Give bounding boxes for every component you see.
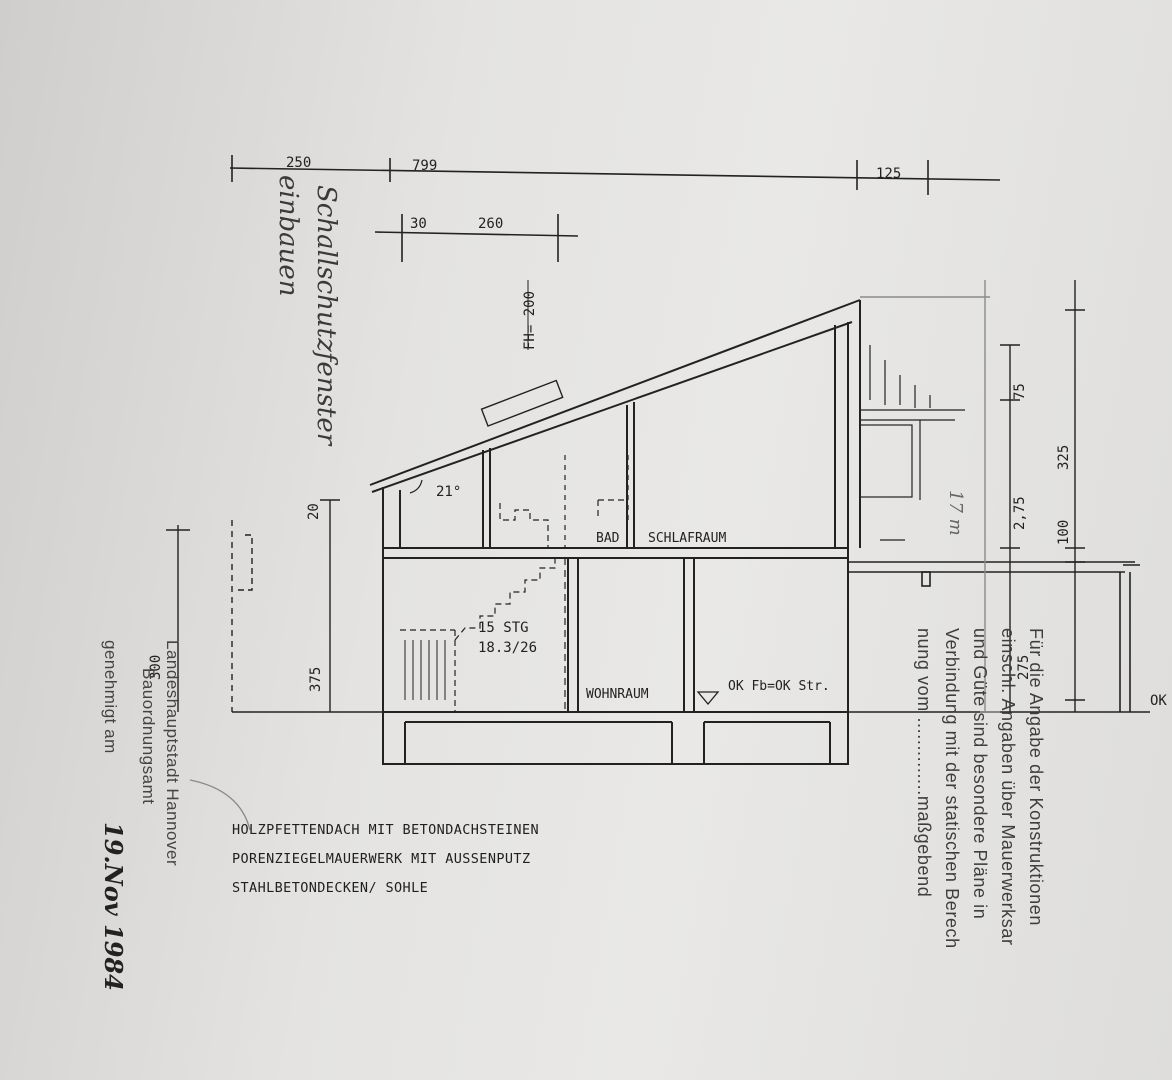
pencil-marks bbox=[189, 280, 1000, 831]
dim-260: 260 bbox=[478, 216, 503, 232]
roof-angle-label: 21° bbox=[436, 484, 461, 500]
balcony-railing bbox=[859, 345, 965, 541]
material-walls: PORENZIEGELMAUERWERK MIT AUSSENPUTZ bbox=[232, 851, 531, 867]
right-dimension-lines bbox=[1000, 280, 1085, 712]
handwritten-note-1: Schallschutzfenster bbox=[311, 185, 341, 447]
room-wohnraum: WOHNRAUM bbox=[586, 687, 649, 702]
room-bad: BAD bbox=[596, 531, 620, 546]
stairs bbox=[400, 455, 629, 712]
terrace-slab bbox=[848, 561, 1140, 712]
note-line-5: nung vom ..............maßgebend bbox=[914, 628, 934, 898]
level-marker bbox=[696, 691, 720, 706]
dim-250: 250 bbox=[286, 155, 311, 171]
roof-skylight bbox=[480, 379, 564, 427]
dim-75: 75 bbox=[1012, 383, 1028, 400]
materials-legend: HOLZPFETTENDACH MIT BETONDACHSTEINEN POR… bbox=[232, 816, 539, 903]
stair-treads bbox=[404, 640, 446, 700]
dim-20: 20 bbox=[306, 503, 322, 520]
dim-375: 375 bbox=[308, 667, 324, 692]
dim-100: 100 bbox=[1056, 520, 1072, 545]
second-dimension-line bbox=[374, 214, 579, 262]
note-line-4: Verbindung mit der statischen Berech bbox=[942, 628, 962, 949]
ok-level-label: OK Fb=OK Str. bbox=[728, 679, 830, 694]
stairs-ratio-label: 18.3/26 bbox=[478, 640, 537, 656]
note-line-1: Für die Angabe der Konstruktionen bbox=[1026, 628, 1046, 926]
dim-325: 325 bbox=[1056, 445, 1072, 470]
left-height-dimension bbox=[166, 499, 340, 712]
stamp-approved-on: genehmigt am bbox=[101, 640, 120, 754]
stamp-office: Bauordnungsamt bbox=[139, 668, 158, 805]
top-dimension-line bbox=[229, 155, 1001, 195]
stamp-city: Landeshauptstadt Hannover bbox=[163, 640, 182, 867]
stamp-date: 19.Nov 1984 bbox=[99, 822, 128, 991]
handwritten-note-3: 17 m bbox=[945, 490, 966, 536]
roof-angle-arc bbox=[409, 479, 423, 494]
dim-125: 125 bbox=[876, 166, 901, 182]
material-roof: HOLZPFETTENDACH MIT BETONDACHSTEINEN bbox=[232, 822, 539, 838]
material-slabs: STAHLBETONDECKEN/ SOHLE bbox=[232, 880, 429, 896]
stairs-count-label: 15 STG bbox=[478, 620, 529, 636]
handwritten-note-2: einbauen bbox=[273, 175, 303, 296]
dim-30: 30 bbox=[410, 216, 427, 232]
room-schlafraum: SCHLAFRAUM bbox=[648, 531, 726, 546]
dim-275a: 2,75 bbox=[1012, 496, 1028, 530]
dim-fh: FH= 200 bbox=[522, 291, 538, 350]
dim-300: 300 bbox=[148, 655, 164, 680]
note-line-3: und Güte sind besondere Pläne in bbox=[970, 628, 990, 920]
note-line-2: einschl. Angaben über Mauerwerksar bbox=[998, 628, 1018, 946]
dim-275b: 275 bbox=[1016, 655, 1032, 680]
dim-799: 799 bbox=[412, 158, 437, 174]
dim-ok: OK bbox=[1150, 693, 1167, 709]
building-outline bbox=[369, 299, 861, 765]
